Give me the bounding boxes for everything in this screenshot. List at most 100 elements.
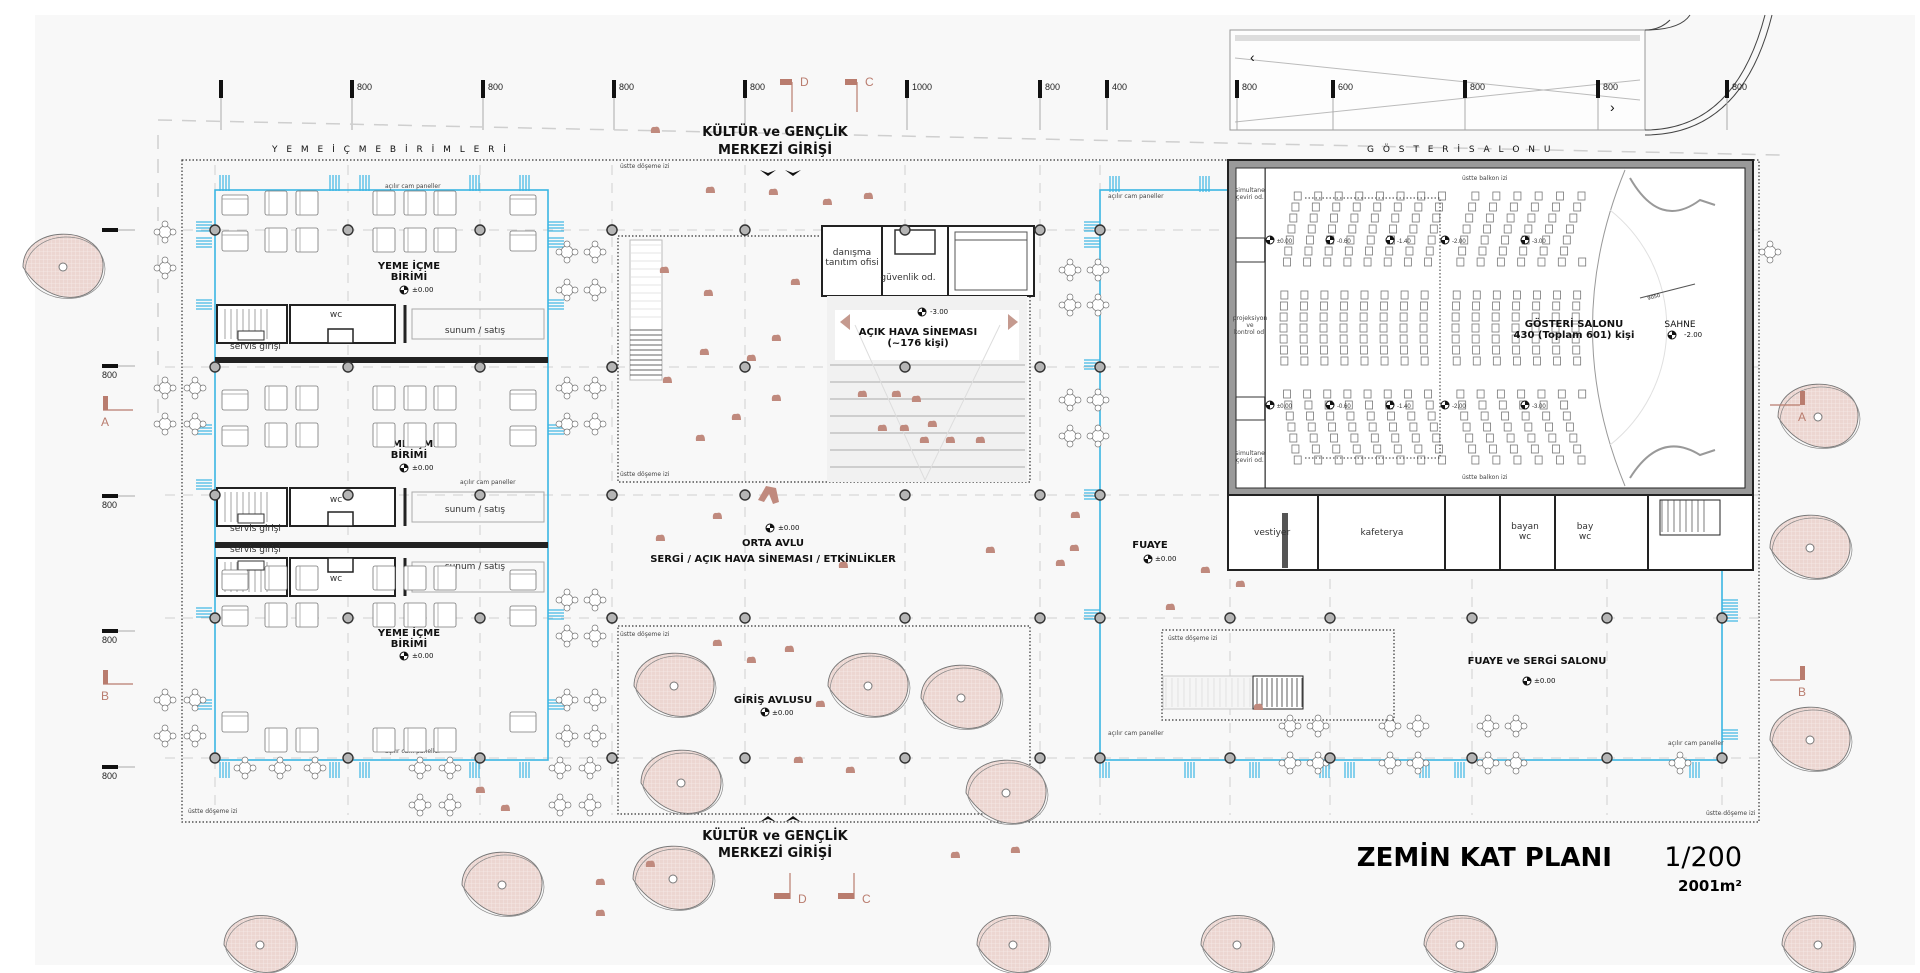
auditorium-seat [1452, 345, 1460, 355]
chair [153, 264, 161, 272]
chair [583, 248, 591, 256]
level-marker [765, 523, 775, 533]
chair [1066, 293, 1074, 301]
auditorium-seat [1548, 433, 1557, 443]
booth-cushion [433, 227, 457, 253]
auditorium-seat [1291, 202, 1300, 212]
auditorium-seat [1456, 257, 1465, 267]
auditorium-seat [1511, 323, 1520, 333]
booth-cushion [372, 602, 396, 628]
tree-canopy-outline [635, 655, 717, 718]
booth-cushion [433, 602, 457, 628]
column [342, 224, 354, 236]
tree [22, 233, 106, 299]
booth-cushion [509, 389, 537, 411]
auditorium-seat [1438, 191, 1446, 201]
chair [268, 764, 276, 772]
stair-landing [237, 560, 265, 571]
level-label: -0.60 [1337, 404, 1351, 410]
orta-avlu-level: ±0.00 [778, 524, 799, 532]
auditorium-seat [1578, 257, 1587, 267]
bottom-entrance-title-line2: MERKEZİ GİRİŞİ [718, 845, 832, 861]
tree [1777, 383, 1861, 449]
level-symbol-fill [1521, 236, 1529, 244]
level-symbol-fill [1521, 401, 1529, 409]
level-symbol-fill [400, 286, 408, 294]
table-top [583, 798, 597, 812]
booth-seat [221, 605, 249, 627]
auditorium-seat [1368, 422, 1377, 432]
chair [594, 801, 602, 809]
sunum-label-1: sunum / satış [445, 326, 506, 336]
auditorium-seat [1387, 411, 1395, 421]
chair [1676, 751, 1684, 759]
auditorium-seat [1562, 235, 1571, 245]
cafe-table [555, 624, 579, 648]
booth-seat [509, 711, 537, 733]
person-figure [919, 436, 929, 443]
chair [1484, 751, 1492, 759]
level-marker: -2.00 [1440, 400, 1466, 410]
tree-canopy-outline [1202, 917, 1276, 973]
person-figure [945, 436, 955, 443]
auditorium-seat [1399, 323, 1408, 333]
chair [161, 724, 169, 732]
chair [583, 384, 591, 392]
auditorium-seat [1542, 411, 1551, 421]
auditorium-seat [1346, 411, 1355, 421]
auditorium-seat [1300, 290, 1309, 300]
chair [599, 596, 607, 604]
chair [1774, 248, 1782, 256]
cafe-table [438, 793, 462, 817]
auditorium-seat [1373, 202, 1382, 212]
cafe-table [233, 756, 257, 780]
booth-cushion [295, 227, 319, 253]
stair-landing [237, 513, 265, 524]
chair [571, 286, 579, 294]
cafe-table [555, 278, 579, 302]
auditorium-seat [1506, 433, 1515, 443]
auditorium-seat [1360, 356, 1369, 366]
auditorium-seat [1360, 290, 1369, 300]
auditorium-seat [1330, 433, 1338, 443]
person-figure [1055, 559, 1065, 566]
cafe-table [1758, 240, 1782, 264]
chair [303, 764, 311, 772]
tree-trunk [1455, 940, 1465, 950]
booth-seat [509, 605, 537, 627]
chair [555, 420, 563, 428]
auditorium-seat [1355, 455, 1364, 465]
column [209, 224, 221, 236]
note-ustte-doseme-3: üstte döşeme izi [620, 631, 670, 638]
top-entrance-title-line1: KÜLTÜR ve GENÇLİK [702, 124, 848, 140]
auditorium-seat [1478, 400, 1487, 410]
table-top [588, 381, 602, 395]
booth-cushion [264, 385, 288, 411]
auditorium-seat [1429, 224, 1438, 234]
chair [599, 732, 607, 740]
auditorium-seat [1334, 191, 1343, 201]
chair [555, 286, 563, 294]
person-figure [771, 334, 781, 341]
auditorium-seat [1489, 202, 1497, 212]
chair [191, 688, 199, 696]
booth-seat [372, 227, 396, 253]
yeme3-level: ±0.00 [412, 652, 433, 660]
booth-seat [221, 425, 249, 447]
table-top [188, 381, 202, 395]
table-top [188, 693, 202, 707]
booth-seat [433, 422, 457, 448]
chair [1386, 714, 1394, 722]
chair [599, 286, 607, 294]
booth-cushion [221, 425, 249, 447]
column [899, 489, 911, 501]
level-symbol-fill [1386, 236, 1394, 244]
auditorium-seat [1489, 444, 1497, 454]
person-figure [650, 126, 660, 133]
chair [1278, 722, 1286, 730]
table-top [443, 798, 457, 812]
auditorium-seat [1328, 224, 1336, 234]
chair [183, 384, 191, 392]
cafe-table [1306, 714, 1330, 738]
